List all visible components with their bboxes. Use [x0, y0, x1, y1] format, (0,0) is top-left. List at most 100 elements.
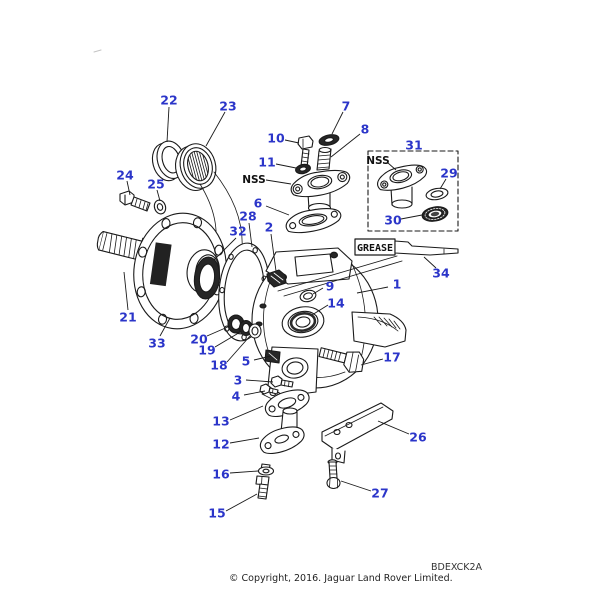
- part-3-bolt: [270, 375, 294, 388]
- nss-main-label: NSS: [242, 174, 265, 186]
- part-9-boss: [299, 289, 317, 303]
- part-27-bolt: [326, 459, 341, 490]
- callout-13: 13: [212, 414, 229, 429]
- callout-31: 31: [405, 138, 422, 153]
- part-7-cap-washer: [318, 134, 340, 146]
- callout-20: 20: [190, 332, 208, 347]
- callout-16: 16: [212, 467, 230, 482]
- callout-5: 5: [242, 354, 251, 369]
- part-2-filler-plug: [266, 269, 287, 288]
- part-17-bolt: [318, 347, 365, 373]
- callout-19: 19: [198, 343, 215, 358]
- callout-2: 2: [265, 220, 274, 235]
- leader-line-12: [229, 437, 260, 444]
- part-12-lower-cap: [259, 407, 305, 455]
- leader-line-30: [400, 214, 423, 220]
- callout-14: 14: [327, 296, 345, 311]
- leader-line-17: [360, 358, 384, 366]
- part-6-gasket: [285, 208, 342, 234]
- leader-line-27: [340, 480, 372, 492]
- callout-33: 33: [148, 336, 165, 351]
- leader-line-21: [123, 271, 129, 311]
- leader-line-26: [377, 420, 410, 435]
- leader-line-32: [213, 237, 237, 261]
- callout-17: 17: [383, 350, 400, 365]
- callout-34: 34: [432, 266, 450, 281]
- leader-line-3: [245, 379, 274, 383]
- callout-3: 3: [234, 373, 243, 388]
- nss-inset-label: NSS: [366, 155, 389, 167]
- callout-6: 6: [254, 196, 263, 211]
- callout-21: 21: [119, 310, 136, 325]
- leader-line-10: [284, 139, 300, 144]
- leader-line-15: [225, 493, 258, 512]
- callout-26: 26: [409, 430, 427, 445]
- leader-line-4: [243, 390, 266, 396]
- leader-line-33: [159, 317, 171, 337]
- callout-22: 22: [160, 93, 177, 108]
- part-8-stud: [316, 146, 332, 171]
- callout-25: 25: [147, 177, 164, 192]
- part-24-bolt: [119, 190, 151, 212]
- leader-line-22: [166, 106, 170, 143]
- leader-line-16: [229, 470, 259, 474]
- leader-line-29: [439, 178, 447, 190]
- steering-arm: [351, 311, 407, 348]
- part-nss-cap-inset: [377, 164, 428, 209]
- callout-15: 15: [208, 506, 225, 521]
- part-32-oil-seal: [193, 256, 221, 300]
- inset-box-31: [367, 150, 459, 232]
- leader-line-19: [214, 330, 243, 348]
- callout-8: 8: [361, 122, 370, 137]
- leader-line-23: [205, 111, 226, 147]
- part-34-applicator: [394, 240, 459, 256]
- leader-line-2: [270, 233, 277, 272]
- callout-24: 24: [116, 168, 134, 183]
- grease-callout: [277, 238, 459, 297]
- leader-line-28: [248, 222, 253, 248]
- copyright-text: © Copyright, 2016. Jaguar Land Rover Lim…: [229, 573, 453, 584]
- nss-inset-leader: [387, 162, 397, 171]
- leader-line-34: [423, 256, 437, 269]
- parts-artwork: [93, 49, 459, 500]
- callout-4: 4: [232, 389, 241, 404]
- part-18-shim: [248, 323, 262, 339]
- diagram-code: BDEXCK2A: [431, 562, 483, 573]
- part-30-lock-washer: [421, 206, 449, 222]
- leader-line-8: [330, 133, 361, 158]
- leader-line-9: [312, 287, 324, 295]
- callout-30: 30: [384, 213, 402, 228]
- callout-1: 1: [393, 277, 402, 292]
- leader-line-18: [226, 335, 251, 363]
- callout-12: 12: [212, 437, 229, 452]
- callout-leader-lines: [123, 106, 447, 512]
- callout-11: 11: [258, 155, 275, 170]
- callout-10: 10: [267, 131, 285, 146]
- part-29-washer: [425, 187, 449, 201]
- print-artifact: [93, 49, 102, 53]
- part-26-stop-bracket: [321, 402, 394, 464]
- part-16-screw-washer: [257, 463, 275, 476]
- callout-28: 28: [239, 209, 256, 224]
- leader-line-5: [253, 355, 272, 361]
- callout-23: 23: [219, 99, 236, 114]
- leader-line-14: [311, 304, 329, 316]
- nss-main-leader: [265, 179, 292, 185]
- leader-line-20: [206, 325, 231, 337]
- leader-line-1: [356, 286, 389, 294]
- leader-line-7: [331, 111, 344, 135]
- callout-27: 27: [371, 486, 388, 501]
- part-23-needle-bearing: [175, 143, 217, 192]
- leader-line-24: [126, 180, 131, 196]
- part-15-bolt: [255, 475, 270, 500]
- leader-line-13: [229, 405, 264, 421]
- callout-7: 7: [342, 99, 351, 114]
- callout-32: 32: [229, 224, 246, 239]
- callout-9: 9: [326, 279, 335, 294]
- callout-18: 18: [210, 358, 227, 373]
- leader-line-11: [275, 163, 297, 169]
- part-10-bolt: [297, 135, 314, 168]
